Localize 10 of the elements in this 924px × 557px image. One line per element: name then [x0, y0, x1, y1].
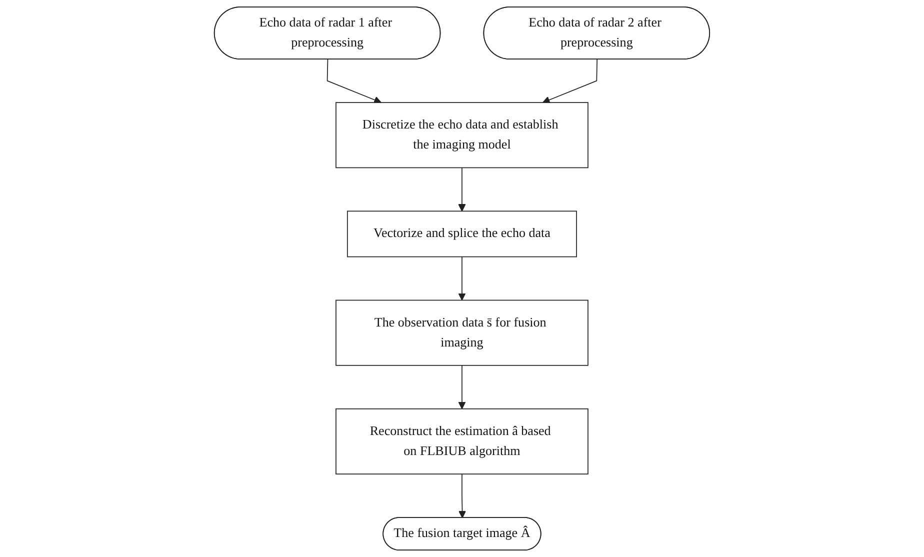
node-box: The observation data s̄ for fusion imaging	[336, 300, 588, 366]
node-box: Discretize the echo data and establish the imaging model	[336, 102, 588, 168]
arrow	[458, 364, 466, 410]
arrow	[458, 167, 466, 212]
node-box: Vectorize and splice the echo data	[347, 210, 577, 258]
arrow	[326, 59, 382, 104]
arrow	[542, 59, 598, 104]
arrow	[458, 474, 466, 518]
node-box: Reconstruct the estimation â based on FLBIUB algorithm	[336, 408, 588, 474]
arrow	[458, 256, 466, 301]
